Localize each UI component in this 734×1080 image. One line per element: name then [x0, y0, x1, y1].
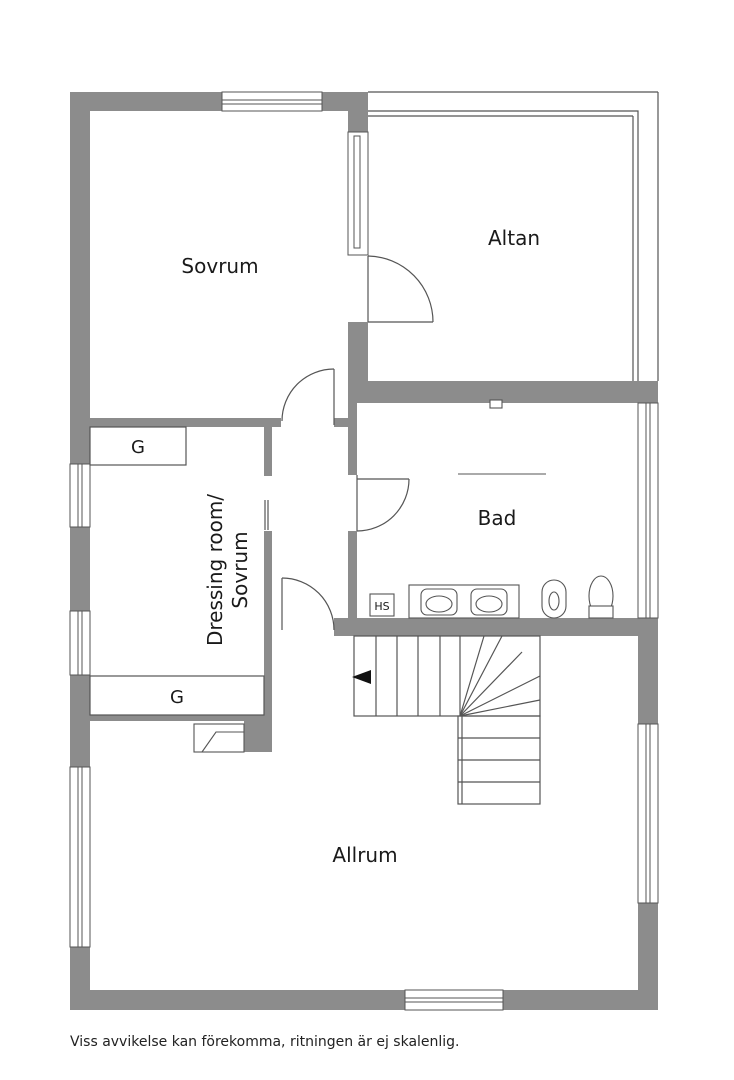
label-dressing-group: Dressing room/ Sovrum [203, 494, 252, 646]
wall-sovrum-bottom [90, 418, 281, 427]
label-allrum: Allrum [332, 843, 397, 867]
wall-bottom-left [70, 990, 405, 1010]
wall-left-upper [70, 92, 90, 464]
window-allrum-left [69, 766, 91, 948]
fireplace [193, 723, 245, 753]
wall-right-lower [638, 903, 658, 1010]
wall-bottom-right [503, 990, 658, 1010]
wall-sovrum-altan-bottom [348, 322, 368, 398]
shower-fixture-icon [489, 399, 503, 409]
window-bad-right [637, 402, 659, 619]
label-wardrobe-top: G [131, 437, 145, 458]
label-bad: Bad [478, 506, 517, 530]
label-heating-cabinet: HS [374, 600, 389, 613]
wall-dressing-right-lower [264, 531, 272, 719]
bathroom-fixtures [369, 399, 614, 619]
wall-dressing-bottom [90, 715, 272, 721]
wardrobe-bottom [89, 675, 265, 716]
window-dressing-upper [69, 463, 91, 528]
wall-right-upper [638, 618, 658, 724]
wall-bad-left-upper [348, 398, 357, 475]
window-top-sovrum [221, 91, 323, 112]
wall-left-lower [70, 675, 90, 767]
label-sovrum: Sovrum [181, 254, 258, 278]
doors [264, 255, 434, 631]
window-allrum-bottom [404, 989, 504, 1011]
window-dressing-lower [69, 610, 91, 676]
disclaimer-text: Viss avvikelse kan förekomma, ritningen … [70, 1034, 460, 1050]
heating-cabinet [369, 593, 395, 617]
label-altan: Altan [488, 226, 540, 250]
chimney [244, 715, 272, 752]
wall-top-left [70, 92, 222, 111]
wall-left-mid [70, 527, 90, 611]
wall-bad-bottom [334, 618, 658, 636]
label-dressing-line1: Dressing room/ [203, 494, 227, 646]
walls [70, 92, 658, 1010]
wall-sovrum-altan-top [348, 92, 368, 132]
label-dressing-line2: Sovrum [228, 531, 252, 608]
stair-arrow-icon [352, 670, 371, 684]
altan-outline [368, 91, 659, 381]
wall-bad-left-lower [348, 531, 357, 636]
wall-bad-top [348, 381, 658, 403]
wardrobe-top [89, 426, 187, 466]
staircase [352, 635, 541, 805]
label-wardrobe-bottom: G [170, 687, 184, 708]
wardrobes [89, 426, 265, 716]
window-allrum-right [637, 723, 659, 904]
wall-sovrum-bottom-stub [334, 418, 354, 427]
windows [69, 91, 659, 1011]
wall-dressing-right-upper [264, 427, 272, 476]
